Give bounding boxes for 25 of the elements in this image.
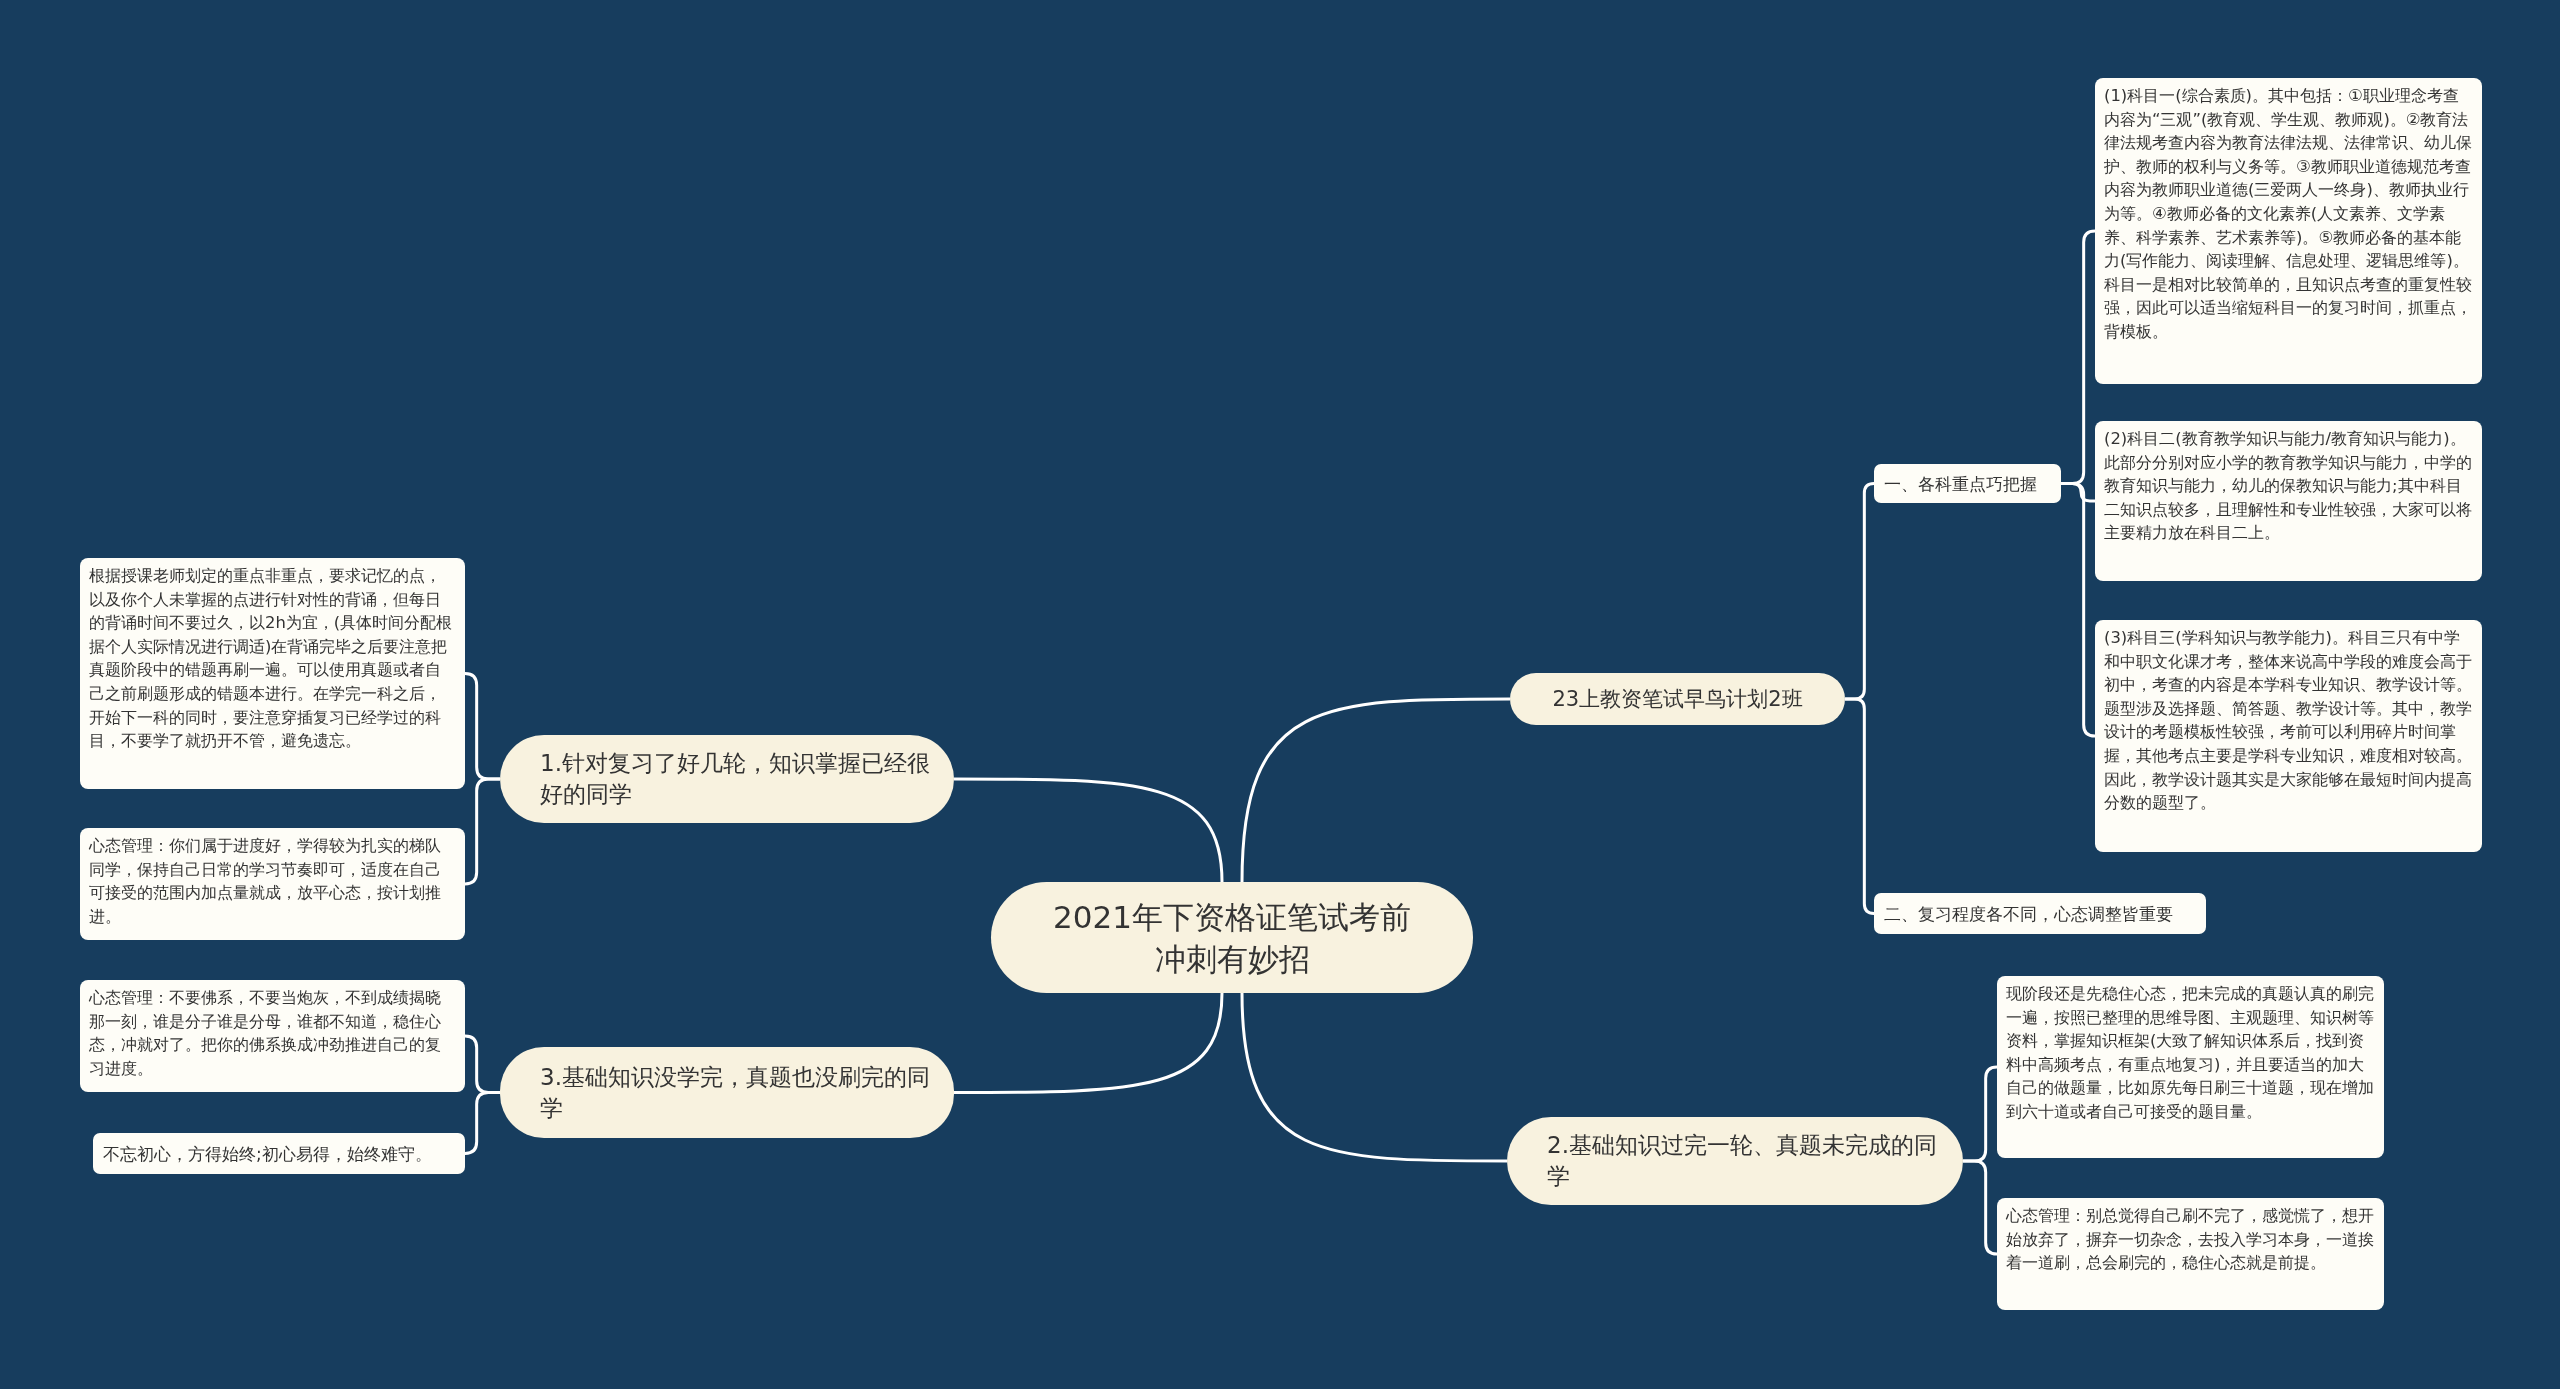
note-card: 心态管理：不要佛系，不要当炮灰，不到成绩揭晓那一刻，谁是分子谁是分母，谁都不知道，稳住心态，冲就对了。把你的佛系换成冲劲推进自己的复习进度。: [80, 980, 465, 1092]
note-card: 心态管理：别总觉得自己刷不完了，感觉慌了，想开始放弃了，摒弃一切杂念，去投入学习本身，一道挨着一道刷，总会刷完的，稳住心态就是前提。: [1997, 1198, 2384, 1310]
topic-pill: 23上教资笔试早鸟计划2班: [1510, 673, 1845, 725]
central-topic: 2021年下资格证笔试考前冲刺有妙招: [991, 882, 1473, 993]
topic-pill: 1.针对复习了好几轮，知识掌握已经很好的同学: [500, 735, 954, 823]
connector-line: [954, 992, 1224, 1094]
note-card: (3)科目三(学科知识与教学能力)。科目三只有中学和中职文化课才考，整体来说高中学段的难度会高于初中，考查的内容是本学科专业知识、教学设计等。题型涉及选择题、简答题、教学设计等。其中，教学设计的考题模板性较强，考前可以利用碎片时间掌握，其他考点主要是学科专业知识，难度相对较高。因此，教学设计题其实是大家能够在最短时间内提高分数的题型了。: [2095, 620, 2482, 852]
connector-line: [2061, 482, 2097, 738]
subtopic-label: 一、各科重点巧把握: [1874, 464, 2061, 503]
note-card: 现阶段还是先稳住心态，把未完成的真题认真的刷完一遍，按照已整理的思维导图、主观题理、知识树等资料，掌握知识框架(大致了解知识体系后，找到资料中高频考点，有重点地复习)，并且要适当的加大自己的做题量，比如原先每日刷三十道题，现在增加到六十道或者自己可接受的题目量。: [1997, 976, 2384, 1158]
connector-line: [1240, 992, 1507, 1163]
topic-pill: 3.基础知识没学完，真题也没刷完的同学: [500, 1047, 954, 1138]
note-card: (2)科目二(教育教学知识与能力/教育知识与能力)。此部分分别对应小学的教育教学知识与能力，中学的教育知识与能力，幼儿的保教知识与能力;其中科目二知识点较多，且理解性和专业性较强，大家可以将主要精力放在科目二上。: [2095, 421, 2482, 581]
connector-line: [1845, 697, 1876, 915]
note-card: 不忘初心，方得始终;初心易得，始终难守。: [93, 1133, 465, 1174]
connector-line: [463, 777, 500, 886]
topic-pill: 2.基础知识过完一轮、真题未完成的同学: [1507, 1117, 1963, 1205]
subtopic-label: 二、复习程度各不同，心态调整皆重要: [1874, 893, 2206, 934]
connector-line: [1240, 697, 1510, 883]
connector-line: [463, 1091, 500, 1155]
note-card: 根据授课老师划定的重点非重点，要求记忆的点，以及你个人未掌握的点进行针对性的背诵，但每日的背诵时间不要过久，以2h为宜，(具体时间分配根据个人实际情况进行调适)在背诵完毕之后要注意把真题阶段中的错题再刷一遍。可以使用真题或者自己之前刷题形成的错题本进行。在学完一科之后，开始下一科的同时，要注意穿插复习已经学过的科目，不要学了就扔开不管，避免遗忘。: [80, 558, 465, 789]
note-card: (1)科目一(综合素质)。其中包括：①职业理念考查内容为“三观”(教育观、学生观、教师观)。②教育法律法规考查内容为教育法律法规、法律常识、幼儿保护、教师的权利与义务等。③教师职业道德规范考查内容为教师职业道德(三爱两人一终身)、教师执业行为等。④教师必备的文化素养(人文素养、文学素养、科学素养、艺术素养等)。⑤教师必备的基本能力(写作能力、阅读理解、信息处理、逻辑思维等)。科目一是相对比较简单的，且知识点考查的重复性较强，因此可以适当缩短科目一的复习时间，抓重点，背模板。: [2095, 78, 2482, 384]
note-card: 心态管理：你们属于进度好，学得较为扎实的梯队同学，保持自己日常的学习节奏即可，适度在自己可接受的范围内加点量就成，放平心态，按计划推进。: [80, 828, 465, 940]
connector-line: [1963, 1159, 1999, 1256]
connector-line: [954, 777, 1224, 883]
